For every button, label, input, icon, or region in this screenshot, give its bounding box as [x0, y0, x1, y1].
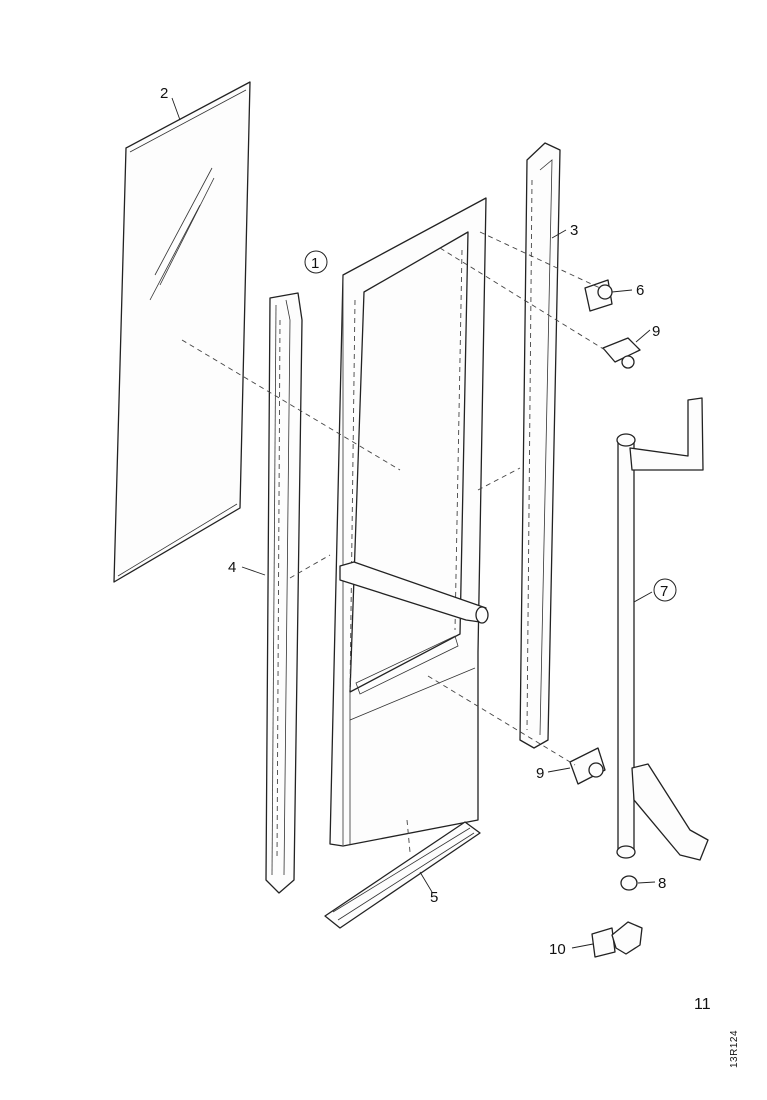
callout-7-circle — [653, 578, 677, 602]
upper-hinge — [584, 279, 613, 312]
callout-1: 1 — [311, 255, 319, 272]
assembly-guide-lines — [181, 231, 606, 853]
handle-assembly — [616, 397, 709, 861]
glass-panel — [113, 81, 251, 583]
door-frame — [329, 197, 489, 847]
callout-9-upper: 9 — [652, 323, 660, 340]
callout-3: 3 — [570, 222, 578, 239]
hinge-bracket-upper — [602, 337, 641, 369]
callout-8: 8 — [658, 875, 666, 892]
drawing-code: 13R124 — [729, 1029, 740, 1068]
callout-10: 10 — [549, 941, 566, 958]
callout-7: 7 — [660, 583, 668, 600]
lower-handle-bracket — [591, 921, 643, 958]
callout-2: 2 — [160, 85, 168, 102]
left-seal-strip — [265, 292, 303, 894]
bottom-seal — [324, 821, 481, 929]
callout-4: 4 — [228, 559, 236, 576]
page-number: 11 — [694, 996, 711, 1013]
right-seal-strip — [519, 142, 561, 749]
callout-1-circle — [304, 250, 328, 274]
bushing — [620, 875, 638, 891]
hinge-bracket-lower — [569, 747, 606, 785]
callout-6: 6 — [636, 282, 644, 299]
leader-lines — [171, 97, 656, 949]
callout-9-lower: 9 — [536, 765, 544, 782]
callout-5: 5 — [430, 889, 438, 906]
callout-labels: 2 1 3 4 5 6 7 8 9 9 10 — [160, 85, 677, 958]
